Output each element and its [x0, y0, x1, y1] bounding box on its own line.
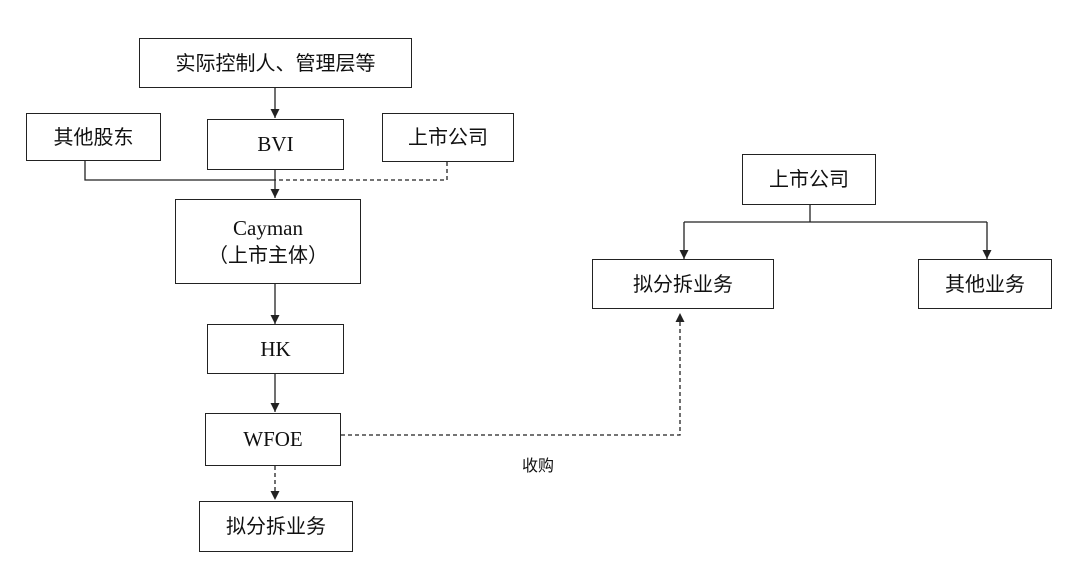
left-listed-company-box: 上市公司: [382, 113, 514, 162]
other-business-label: 其他业务: [945, 271, 1025, 296]
right-listed-company-label: 上市公司: [769, 167, 849, 191]
left-listed-company-label: 上市公司: [408, 125, 488, 149]
dashed-arrow-acquisition: [341, 313, 685, 436]
left-spinoff-business-label: 拟分拆业务: [226, 514, 326, 538]
hk-label: HK: [260, 336, 291, 361]
bvi-label: BVI: [257, 132, 294, 157]
cayman-subtitle: （上市主体）: [208, 243, 328, 268]
left-spinoff-business-box: 拟分拆业务: [199, 501, 353, 552]
controller-box: 实际控制人、管理层等: [139, 38, 412, 88]
wfoe-box: WFOE: [205, 413, 341, 466]
wfoe-label: WFOE: [243, 427, 303, 452]
other-business-box: 其他业务: [918, 259, 1052, 309]
right-spinoff-business-label: 拟分拆业务: [633, 271, 733, 296]
bvi-box: BVI: [207, 119, 344, 170]
other-shareholders-label: 其他股东: [53, 124, 134, 149]
right-listed-company-box: 上市公司: [742, 154, 876, 205]
line-other-shareholders-to-cayman: [84, 160, 275, 181]
acquisition-label: 收购: [522, 456, 555, 475]
hk-box: HK: [207, 324, 344, 374]
other-shareholders-box: 其他股东: [26, 113, 161, 161]
cayman-label: Cayman: [233, 215, 303, 240]
dashed-line-listed-company-to-cayman: [275, 162, 448, 181]
cayman-box: Cayman （上市主体）: [175, 199, 361, 284]
controller-label: 实际控制人、管理层等: [175, 50, 376, 75]
right-spinoff-business-box: 拟分拆业务: [592, 259, 774, 309]
